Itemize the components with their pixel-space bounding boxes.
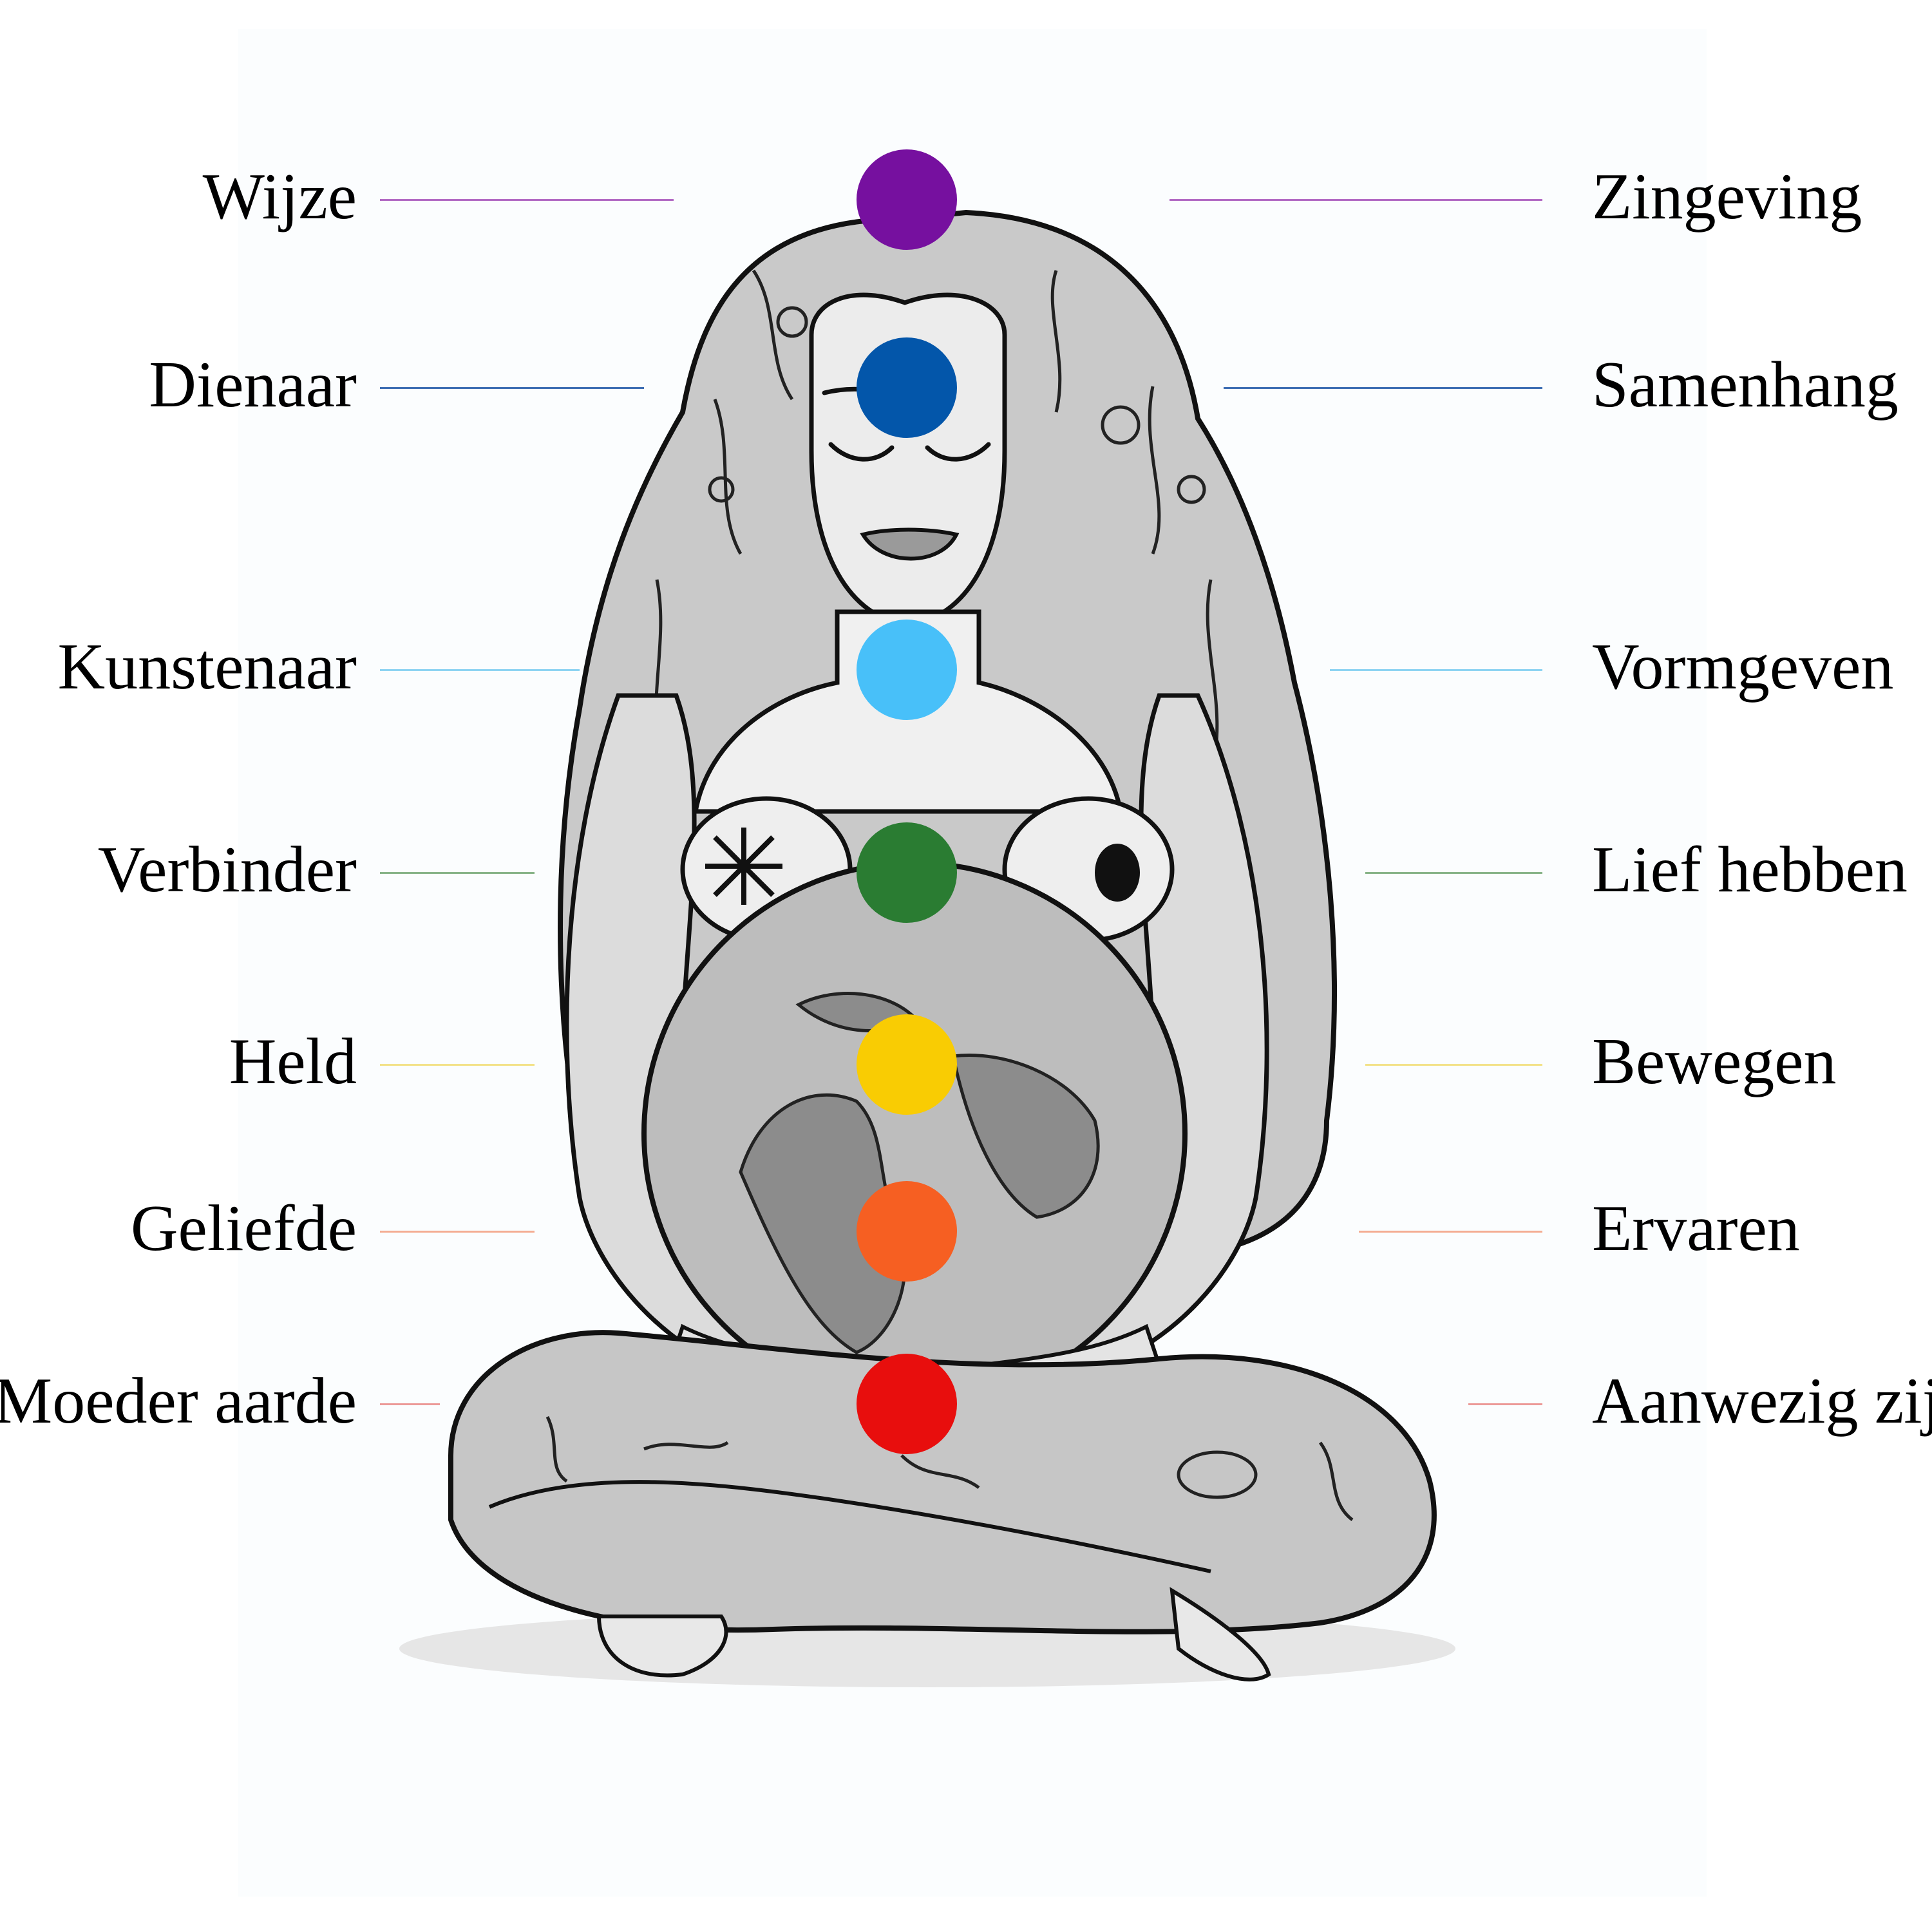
chakra-dot: [857, 822, 957, 923]
quality-label: Aanwezig zijn: [1592, 1365, 1932, 1437]
left-connector-line: [380, 872, 535, 874]
archetype-label: Geliefde: [130, 1192, 357, 1265]
left-connector-line: [380, 387, 644, 389]
right-connector-line: [1468, 1403, 1542, 1405]
quality-label: Zingeving: [1592, 160, 1862, 233]
archetype-label: Verbinder: [97, 833, 357, 906]
archetype-label: Held: [229, 1025, 357, 1098]
quality-label: Bewegen: [1592, 1025, 1837, 1098]
quality-label: Vormgeven: [1592, 630, 1894, 703]
quality-label: Ervaren: [1592, 1192, 1800, 1265]
right-connector-line: [1224, 387, 1542, 389]
quality-label: Lief hebben: [1592, 833, 1908, 906]
right-connector-line: [1359, 1231, 1542, 1233]
right-connector-line: [1170, 199, 1542, 201]
archetype-label: Dienaar: [149, 348, 357, 421]
right-connector-line: [1365, 872, 1542, 874]
left-connector-line: [380, 669, 580, 671]
archetype-label: Kunstenaar: [57, 630, 357, 703]
chakra-dot: [857, 1181, 957, 1282]
left-connector-line: [380, 1231, 535, 1233]
quality-label: Samenhang: [1592, 348, 1899, 421]
right-connector-line: [1330, 669, 1542, 671]
chakra-dot: [857, 1014, 957, 1115]
left-connector-line: [380, 199, 674, 201]
chakra-dot: [857, 149, 957, 250]
chakra-dot: [857, 337, 957, 438]
left-connector-line: [380, 1064, 535, 1066]
left-connector-line: [380, 1403, 440, 1405]
right-connector-line: [1365, 1064, 1542, 1066]
chakra-dot: [857, 1354, 957, 1454]
chakra-dot: [857, 620, 957, 720]
archetype-label: Moeder aarde: [0, 1365, 357, 1437]
archetype-label: Wijze: [202, 160, 357, 233]
